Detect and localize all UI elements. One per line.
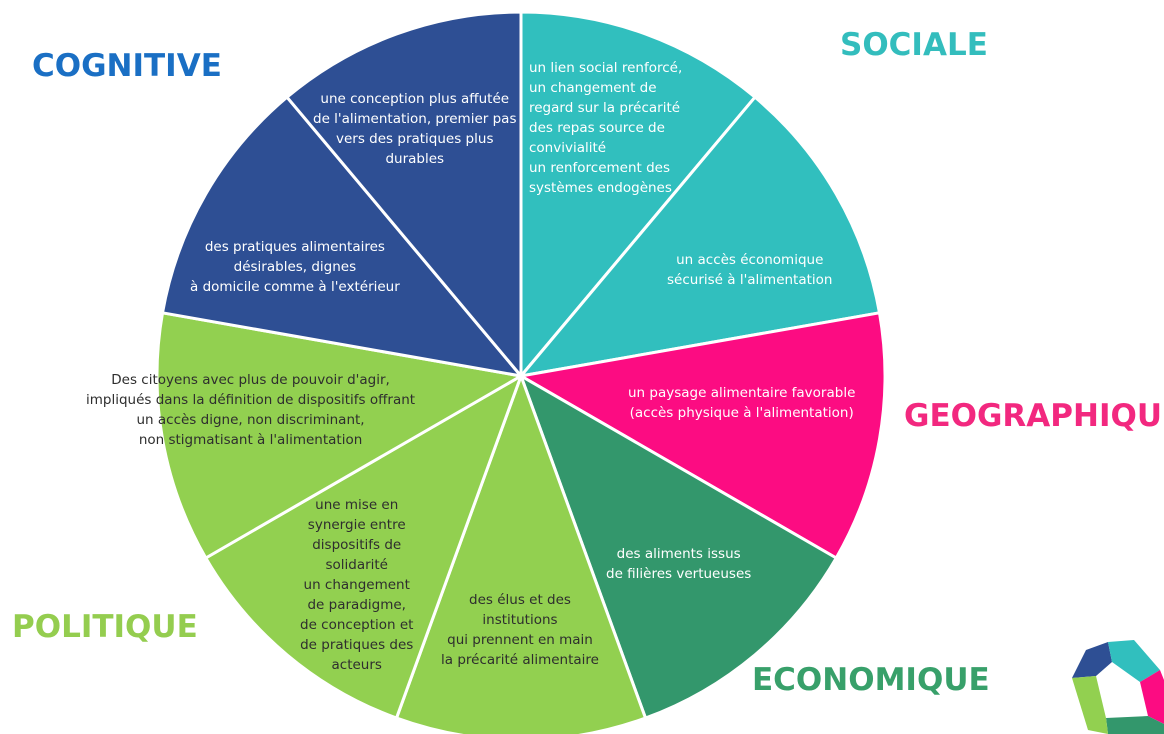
- segment-line: (accès physique à l'alimentation): [629, 405, 854, 421]
- segment-line: des pratiques alimentaires: [204, 239, 385, 255]
- pie-slice-economique-4: [519, 374, 838, 720]
- segment-line: Des citoyens avec plus de pouvoir d'agir…: [111, 372, 390, 388]
- pie-slice-sociale-1: [519, 10, 757, 378]
- segment-text-elected-officials: des élus et des institutions qui prennent …: [441, 590, 599, 670]
- segment-line: institutions: [482, 612, 558, 628]
- segment-line: la précarité alimentaire: [441, 652, 599, 668]
- segment-line: non stigmatisant à l'alimentation: [138, 432, 363, 448]
- segment-line: un lien social renforcé,: [529, 60, 683, 76]
- segment-line: durables: [385, 151, 445, 167]
- pie-slice-politique-5: [395, 374, 647, 734]
- pie-slice-politique-7: [155, 311, 523, 560]
- logo-segment-lightgreen: [1072, 676, 1108, 734]
- segment-line: un accès économique: [676, 252, 824, 268]
- segment-line: de l'alimentation, premier pas: [313, 111, 517, 127]
- segment-line: des repas source de: [529, 120, 665, 136]
- segment-text-sharper-conception: une conception plus affutée de l'alimenta…: [313, 89, 516, 169]
- segment-line: systèmes endogènes: [529, 180, 672, 196]
- segment-line: impliqués dans la définition de disposit…: [86, 392, 416, 408]
- category-label-politique: POLITIQUE: [12, 609, 198, 645]
- segment-line: un changement de: [529, 80, 657, 96]
- segment-text-social-link: un lien social renforcé, un changement de…: [529, 58, 682, 198]
- pie-slice-politique-6: [204, 374, 523, 720]
- segment-line: un changement: [303, 577, 410, 593]
- segment-line: un renforcement des: [529, 160, 671, 176]
- segment-line: synergie entre: [307, 517, 406, 533]
- segment-line: sécurisé à l'alimentation: [667, 272, 833, 288]
- category-label-economique: ECONOMIQUE: [752, 662, 990, 698]
- segment-text-economic-access: un accès économique sécurisé à l'alimenta…: [667, 250, 833, 290]
- category-label-geographique: GEOGRAPHIQUE: [904, 398, 1164, 434]
- segment-line: des élus et des: [469, 592, 571, 608]
- segment-line: de conception et: [300, 617, 414, 633]
- segment-text-desirable-practices: des pratiques alimentaires désirables, di…: [190, 237, 400, 297]
- segment-line: de filières vertueuses: [606, 566, 752, 582]
- segment-line: vers des pratiques plus: [336, 131, 494, 147]
- segment-line: une conception plus affutée: [320, 91, 510, 107]
- logo-pentagon-icon: [1072, 640, 1164, 734]
- logo-segment-teal: [1108, 640, 1160, 682]
- segment-line: acteurs: [331, 657, 382, 673]
- segment-line: dispositifs de: [312, 537, 402, 553]
- category-label-cognitive: COGNITIVE: [32, 48, 222, 84]
- segment-line: des aliments issus: [616, 546, 741, 562]
- logo-segment-darkgreen: [1106, 716, 1164, 734]
- category-label-sociale: SOCIALE: [840, 27, 988, 63]
- segment-line: qui prennent en main: [447, 632, 593, 648]
- segment-line: solidarité: [325, 557, 388, 573]
- segment-line: de pratiques des: [300, 637, 414, 653]
- logo-segment-pink: [1140, 670, 1164, 724]
- segment-line: de paradigme,: [307, 597, 406, 613]
- segment-text-synergy: une mise en synergie entre dispositifs de s…: [300, 495, 413, 675]
- logo-segment-blue: [1072, 642, 1112, 678]
- pie-slice-cognitive-8: [161, 95, 523, 378]
- pie-slice-geographique-3: [519, 311, 887, 560]
- segment-line: convivialité: [529, 140, 607, 156]
- segment-line: à domicile comme à l'extérieur: [190, 279, 400, 295]
- segment-text-virtuous-supply: des aliments issus de filières vertueuses: [606, 544, 751, 584]
- segment-line: un accès digne, non discriminant,: [136, 412, 365, 428]
- segment-text-citizens-power: Des citoyens avec plus de pouvoir d'agir…: [86, 370, 415, 450]
- segment-line: un paysage alimentaire favorable: [628, 385, 856, 401]
- pie-slice-cognitive-9: [285, 10, 523, 378]
- segment-line: regard sur la précarité: [529, 100, 681, 116]
- segment-text-food-landscape: un paysage alimentaire favorable (accès p…: [628, 383, 855, 423]
- pie-slice-sociale-2: [519, 95, 881, 378]
- segment-line: désirables, dignes: [233, 259, 357, 275]
- segment-line: une mise en: [315, 497, 399, 513]
